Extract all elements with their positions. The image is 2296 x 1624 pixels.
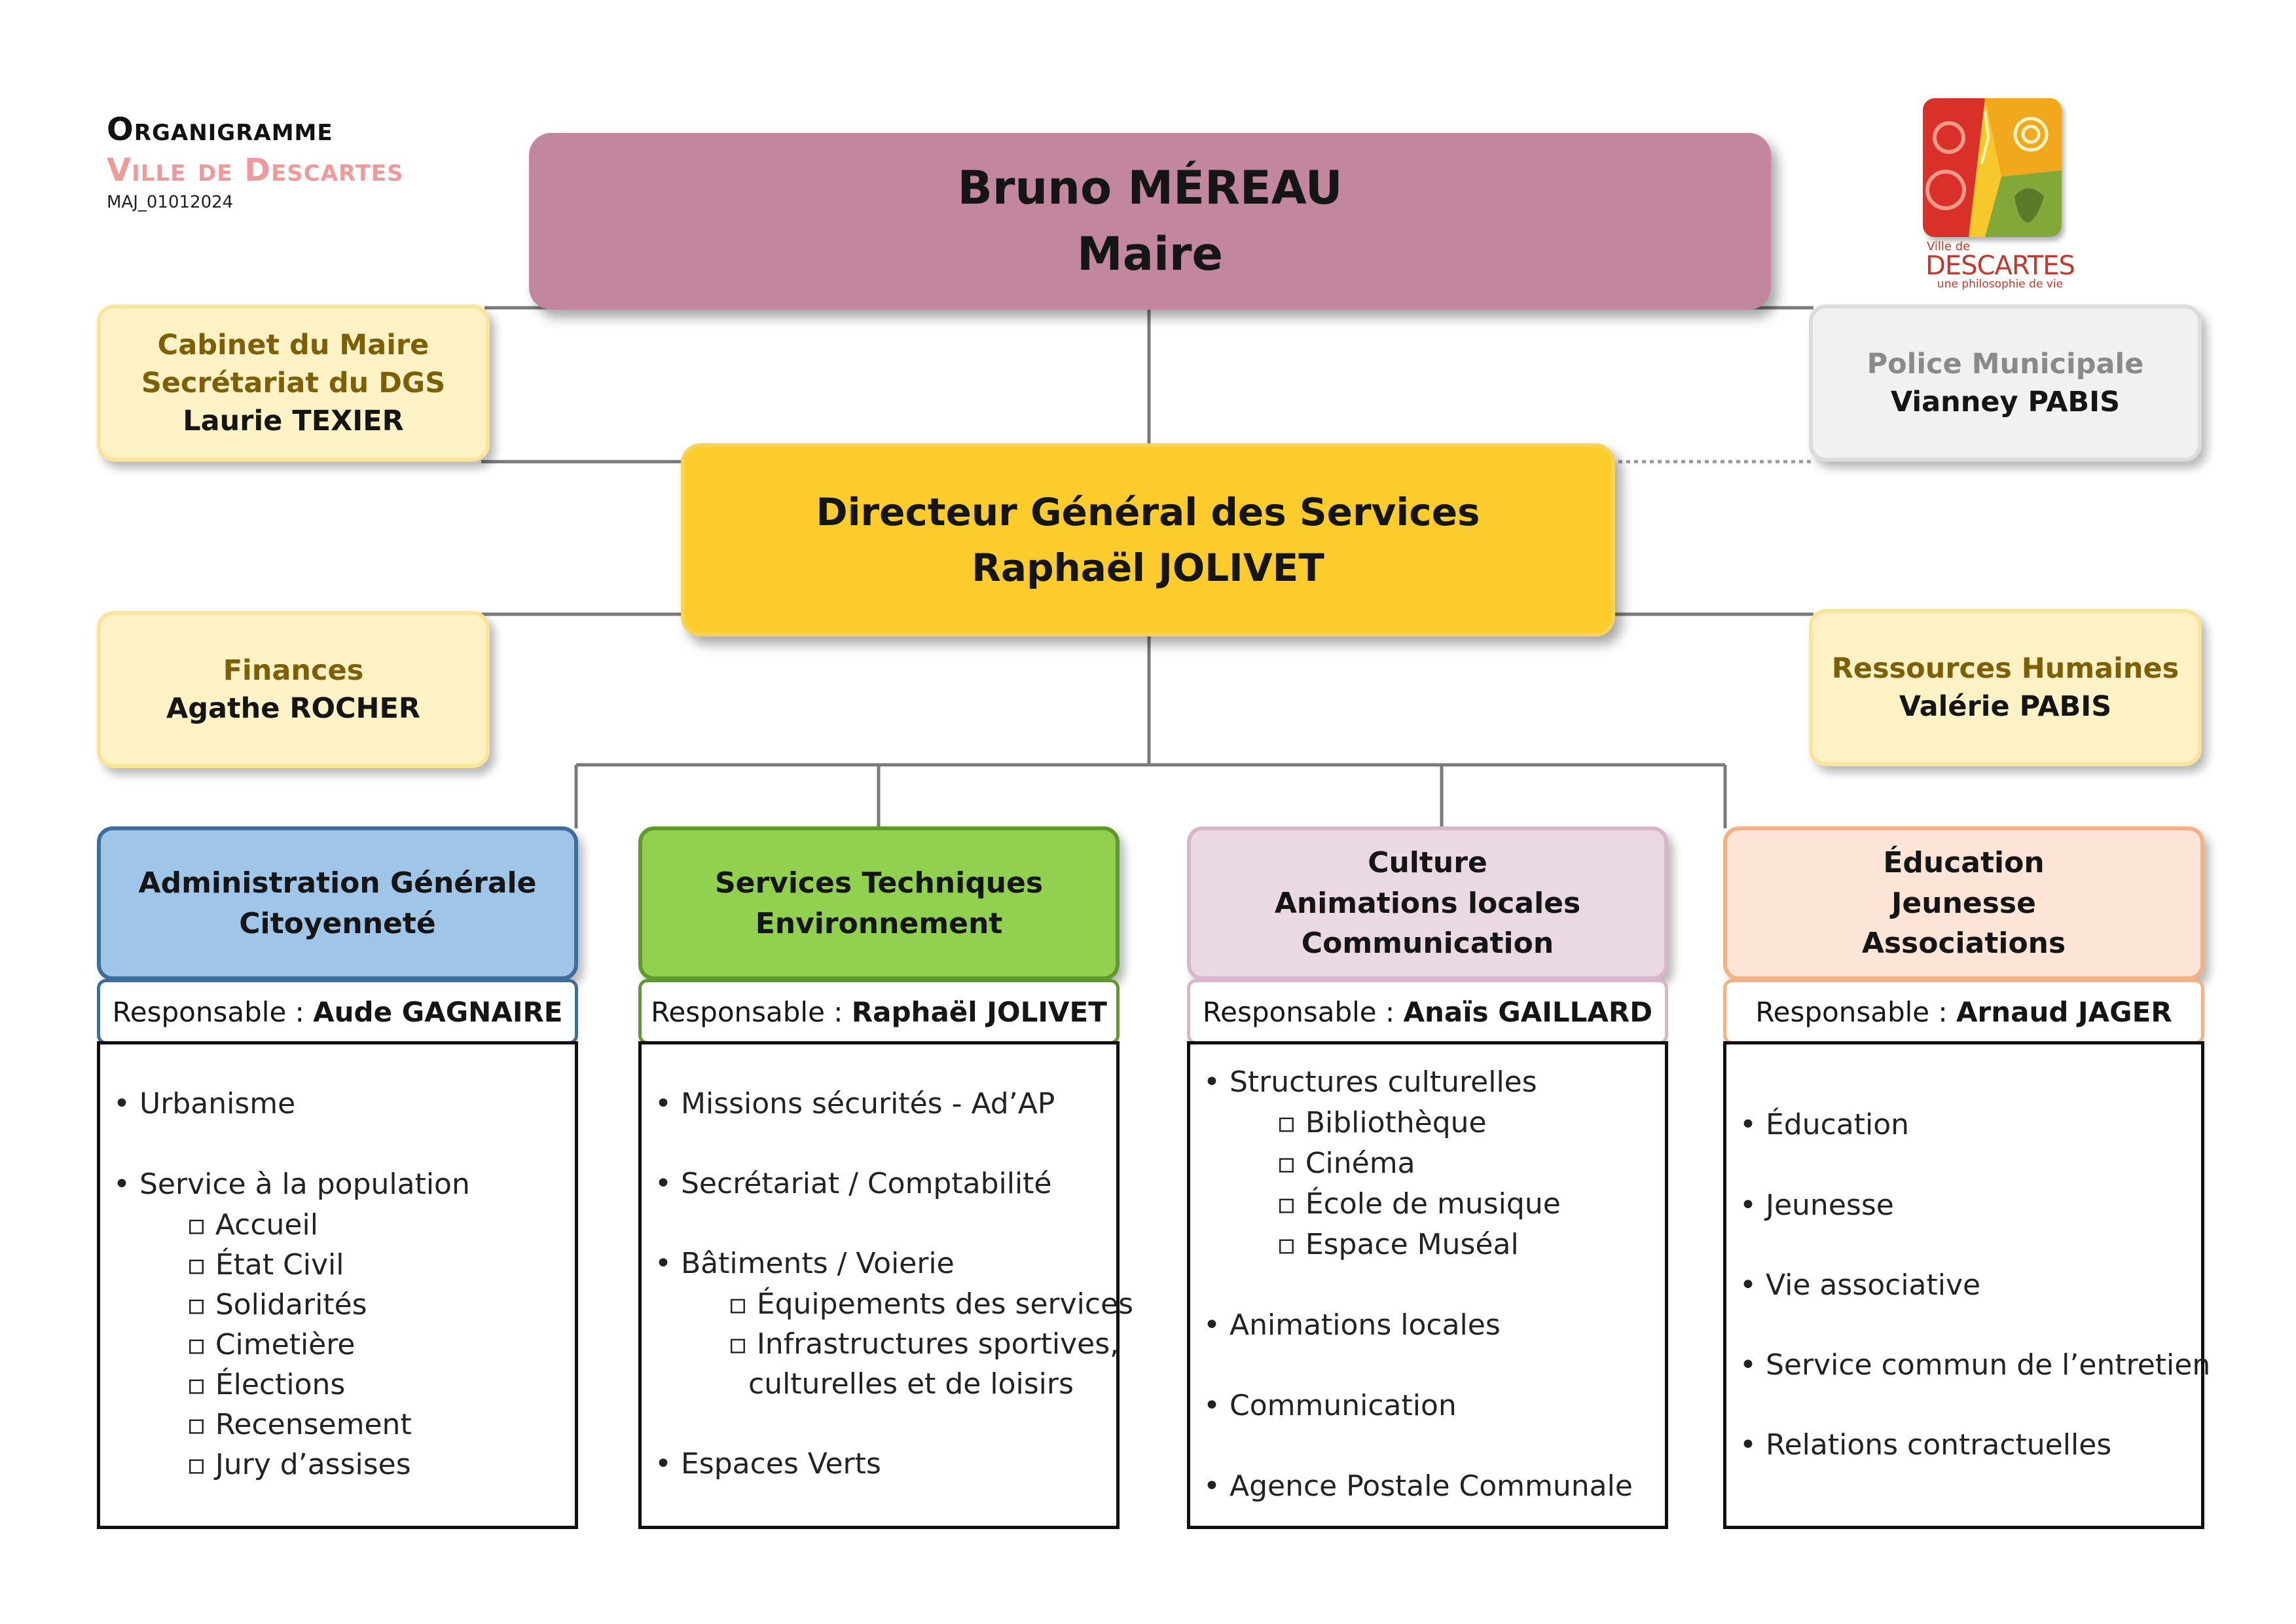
dept-education-list: •Éducation •Jeunesse •Vie associative •S…: [1723, 1041, 2210, 1529]
dept-technique-manager: Raphaël JOLIVET: [851, 995, 1107, 1028]
responsable-label: Responsable :: [1755, 995, 1948, 1028]
cabinet-name: Laurie TEXIER: [183, 405, 404, 438]
dgs-name: Raphaël JOLIVET: [972, 545, 1324, 590]
sub-item: ▫ Cimetière: [187, 1328, 355, 1361]
mayor-name: Bruno MÉREAU: [957, 160, 1343, 215]
dept-technique-header: Services Techniques Environnement: [638, 826, 1120, 980]
dept-education-line3: Associations: [1861, 927, 2066, 961]
dept-culture-list: •Structures culturelles ▫ Bibliothèque ▫…: [1187, 1041, 1668, 1529]
dept-technique-list: •Missions sécurités - Ad’AP •Secrétariat…: [638, 1041, 1133, 1529]
dept-education-line2: Jeunesse: [1891, 886, 2036, 920]
dept-admin-line2: Citoyenneté: [239, 906, 436, 940]
sub-item: ▫ Recensement: [187, 1408, 412, 1441]
logo-small-text: Ville de: [1927, 240, 1971, 253]
list-item: •Secrétariat / Comptabilité: [655, 1167, 1052, 1200]
list-item: •Urbanisme: [113, 1087, 296, 1120]
dept-admin-header: Administration Générale Citoyenneté: [97, 826, 578, 980]
dept-education-line1: Éducation: [1883, 846, 2045, 880]
rh-name: Valérie PABIS: [1899, 690, 2112, 723]
sub-item: ▫ École de musique: [1277, 1187, 1561, 1221]
finances-title: Finances: [223, 654, 364, 687]
update-label: MAJ_01012024: [107, 193, 234, 212]
dept-technique-line1: Services Techniques: [714, 866, 1044, 900]
finances-box: Finances Agathe ROCHER: [97, 611, 490, 768]
sub-item: ▫ État Civil: [187, 1248, 344, 1282]
dept-culture-manager: Anaïs GAILLARD: [1403, 995, 1653, 1028]
dept-culture-responsable: Responsable : Anaïs GAILLARD: [1187, 979, 1668, 1044]
sub-item: ▫ Équipements des services: [728, 1287, 1134, 1321]
list-item: •Service à la population: [113, 1168, 470, 1201]
dgs-box: Directeur Général des Services Raphaël J…: [681, 443, 1615, 637]
mayor-box: Bruno MÉREAU Maire: [529, 133, 1771, 310]
sub-item: ▫ Accueil: [187, 1208, 318, 1242]
cabinet-line1: Cabinet du Maire: [157, 328, 429, 361]
police-title: Police Municipale: [1867, 347, 2144, 380]
dept-education-responsable: Responsable : Arnaud JAGER: [1723, 979, 2204, 1044]
dept-technique-line2: Environnement: [755, 906, 1003, 940]
dgs-title: Directeur Général des Services: [816, 490, 1480, 535]
mayor-role: Maire: [1077, 227, 1223, 281]
list-item: •Communication: [1203, 1389, 1457, 1422]
responsable-label: Responsable :: [1202, 995, 1395, 1028]
cabinet-box: Cabinet du Maire Secrétariat du DGS Laur…: [97, 304, 490, 462]
logo-emblem-icon: [1923, 98, 2062, 237]
police-name: Vianney PABIS: [1890, 386, 2121, 418]
list-item: •Agence Postale Communale: [1203, 1469, 1633, 1503]
sub-item: ▫ Cinéma: [1277, 1147, 1415, 1180]
list-item: •Missions sécurités - Ad’AP: [655, 1087, 1055, 1120]
list-item: •Relations contractuelles: [1740, 1428, 2112, 1462]
list-item: •Structures culturelles: [1203, 1065, 1537, 1099]
sub-item: ▫ Espace Muséal: [1277, 1228, 1519, 1261]
dept-technique-responsable: Responsable : Raphaël JOLIVET: [638, 979, 1120, 1044]
finances-name: Agathe ROCHER: [166, 692, 421, 725]
police-box: Police Municipale Vianney PABIS: [1809, 304, 2202, 462]
list-item: •Espaces Verts: [655, 1447, 881, 1481]
list-item: •Bâtiments / Voierie: [655, 1247, 955, 1280]
dept-culture-header: Culture Animations locales Communication: [1187, 826, 1668, 980]
sub-item: ▫ Bibliothèque: [1277, 1106, 1487, 1139]
dept-admin-manager: Aude GAGNAIRE: [313, 995, 563, 1028]
header: Organigramme Ville de Descartes MAJ_0101…: [107, 111, 500, 212]
responsable-label: Responsable :: [651, 995, 843, 1028]
list-item: •Service commun de l’entretien: [1740, 1348, 2211, 1382]
dept-education-header: Éducation Jeunesse Associations: [1723, 826, 2204, 980]
city-logo: Ville de DESCARTES une philosophie de vi…: [1915, 98, 2085, 291]
cabinet-line2: Secrétariat du DGS: [141, 366, 446, 399]
sub-item: culturelles et de loisirs: [748, 1367, 1074, 1401]
sub-item: ▫ Infrastructures sportives,: [728, 1327, 1120, 1361]
list-item: •Vie associative: [1740, 1268, 1981, 1302]
city-name: Ville de Descartes: [107, 152, 404, 189]
dept-admin-list: •Urbanisme •Service à la population ▫ Ac…: [97, 1041, 578, 1529]
dept-culture-line2: Animations locales: [1274, 886, 1581, 920]
list-item: •Éducation: [1740, 1108, 1910, 1141]
dept-culture-line3: Communication: [1301, 927, 1554, 961]
sub-item: ▫ Solidarités: [187, 1288, 367, 1321]
sub-item: ▫ Jury d’assises: [187, 1448, 411, 1481]
dept-education-manager: Arnaud JAGER: [1956, 995, 2172, 1028]
page-title: Organigramme: [107, 111, 333, 148]
dept-admin-responsable: Responsable : Aude GAGNAIRE: [97, 979, 578, 1044]
dept-admin-line1: Administration Générale: [138, 866, 537, 900]
list-item: •Animations locales: [1203, 1308, 1501, 1342]
logo-name: DESCARTES: [1925, 251, 2075, 281]
sub-item: ▫ Élections: [187, 1368, 346, 1401]
logo-tagline: une philosophie de vie: [1937, 278, 2064, 291]
dept-culture-line1: Culture: [1368, 846, 1487, 880]
rh-box: Ressources Humaines Valérie PABIS: [1809, 609, 2202, 766]
rh-title: Ressources Humaines: [1831, 652, 2179, 685]
list-item: •Jeunesse: [1740, 1189, 1894, 1222]
responsable-label: Responsable :: [112, 995, 304, 1028]
